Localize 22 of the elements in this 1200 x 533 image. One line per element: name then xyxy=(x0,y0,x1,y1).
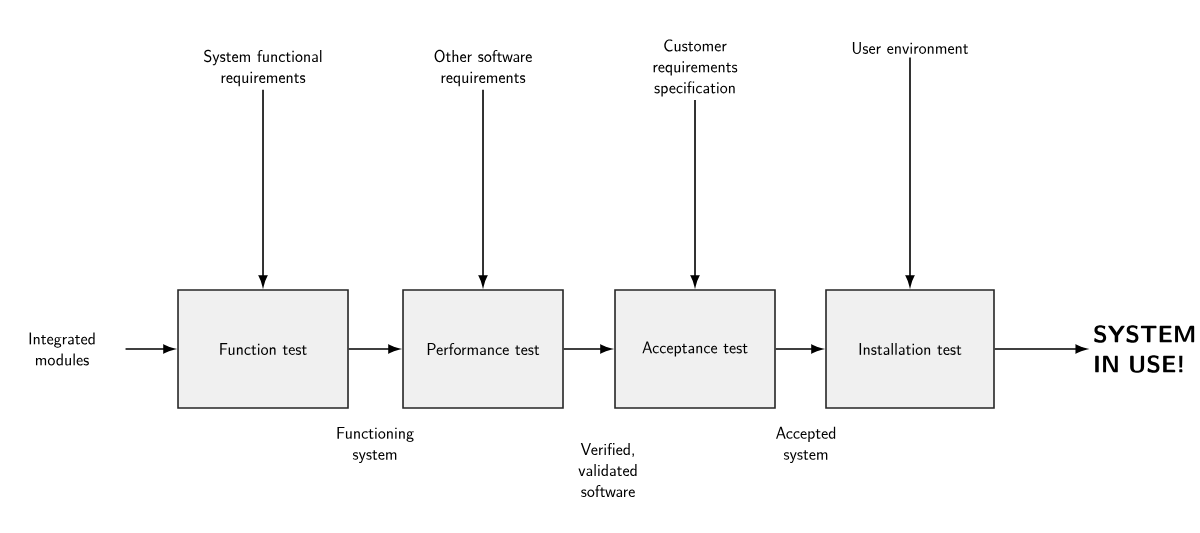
process-box: Installation test xyxy=(825,289,995,409)
input-text: Customer requirements specification xyxy=(653,39,738,97)
output-label: Functioning system xyxy=(337,426,414,464)
arrow xyxy=(478,88,488,287)
arrow xyxy=(124,344,175,354)
process-box: Performance test xyxy=(402,289,564,409)
result-text: SYSTEM IN USE! xyxy=(1094,325,1195,373)
input-text: Integrated modules xyxy=(29,332,95,366)
arrow xyxy=(775,344,823,354)
input-text: User environment xyxy=(852,41,969,55)
input-text: Other software requirements xyxy=(434,49,532,87)
output-label: Verified, validated software xyxy=(578,442,637,498)
arrow xyxy=(690,99,700,287)
process-box: Acceptance test xyxy=(614,289,776,409)
arrow xyxy=(994,344,1087,354)
input-text: System functional requirements xyxy=(204,49,322,87)
process-box: Function test xyxy=(177,289,349,409)
arrow xyxy=(348,344,400,354)
arrow xyxy=(563,344,612,354)
arrow xyxy=(258,88,268,287)
output-label: Accepted system xyxy=(776,426,836,464)
arrow xyxy=(905,56,915,287)
